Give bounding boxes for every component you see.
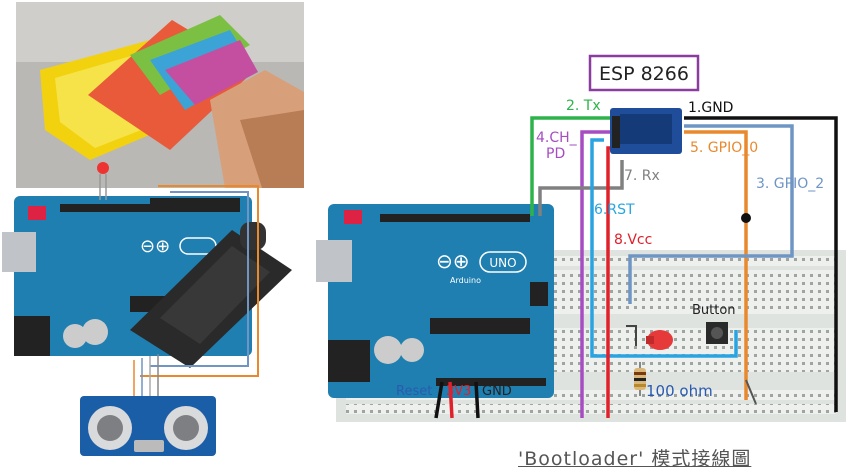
left-arduino-assembly: ⊖⊕ [2,162,292,456]
gpio2-wire [628,124,794,304]
left-arduino-logo-icon: ⊖⊕ [140,236,170,257]
button-wire [745,379,757,405]
led-wire [626,325,637,346]
tx-wire [530,116,612,216]
esp-title-box [588,54,700,92]
gpio0-wire [684,130,748,400]
led-component [646,330,673,350]
esp-title: ESP 8266 [599,63,689,85]
board-reset-wire [434,381,444,419]
pin-label-gnd: 1.GND [688,100,733,116]
wire-junction-icon [741,213,751,223]
board-gnd-wire [474,381,480,419]
pin-label-ch-pd: 4.CH_ PD [536,130,581,162]
button-label: Button [692,303,736,318]
board-pin-gnd: GND [482,384,512,399]
resistor-component [634,362,646,396]
diagram-caption: 'Bootloader' 模式接線圖 [518,448,752,470]
ch-pd-wire [580,130,612,418]
arduino-brand: Arduino [450,276,481,285]
rst-wire [590,138,738,358]
arduino-logo-icon: ⊖⊕ [436,249,470,273]
pin-label-gpio2: 3. GPIO_2 [756,176,824,192]
gnd-wire [684,116,838,412]
pin-label-tx: 2. Tx [566,98,601,114]
pin-label-rx: 7. Rx [624,168,660,184]
board-pin-3v3: 3V3 [446,384,471,399]
nfc-card-photo [16,2,304,188]
board-pin-reset: Reset [396,384,432,399]
push-button [706,322,728,344]
resistor-label: 100 ohm [646,382,713,400]
rx-wire [538,160,624,216]
esp8266-module [610,108,682,154]
pin-label-gpio0: 5. GPIO_0 [690,140,758,156]
pin-label-rst: 6.RST [594,202,635,218]
board-3v3-wire [448,381,454,419]
pin-label-vcc: 8.Vcc [614,232,652,248]
arduino-uno-board: ⊖⊕ UNO Arduino [316,204,554,398]
arduino-model: UNO [489,256,516,270]
